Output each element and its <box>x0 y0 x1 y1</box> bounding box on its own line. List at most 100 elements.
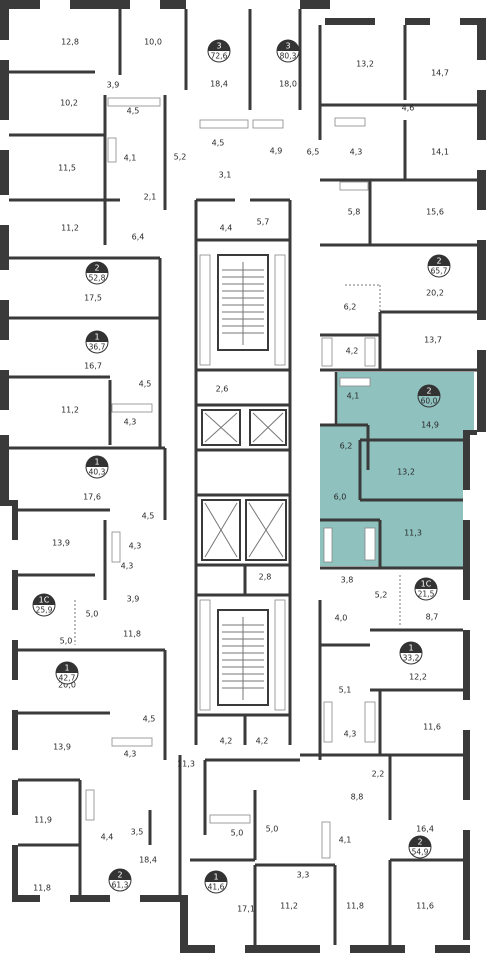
badge-top-half <box>205 871 227 882</box>
badge-area: 61,3 <box>112 881 129 890</box>
badge-rooms: 1 <box>94 458 99 467</box>
room-area-label: 13,9 <box>52 539 70 548</box>
room-area-label: 4,5 <box>143 715 156 724</box>
apartment-badge[interactable]: 136,7 <box>85 330 109 354</box>
room-area-label: 3,9 <box>127 595 140 604</box>
apartment-badge[interactable]: 372,6 <box>207 39 231 63</box>
room-area-label: 4,9 <box>270 147 283 156</box>
badge-rooms: 2 <box>426 387 431 396</box>
badge-area: 36,7 <box>89 343 106 352</box>
room-area-label: 4,6 <box>402 104 415 113</box>
badge-area: 40,3 <box>89 468 106 477</box>
room-area-label: 3,3 <box>297 871 310 880</box>
room-area-label: 12,2 <box>409 673 427 682</box>
room-area-label: 5,0 <box>86 610 99 619</box>
room-area-label: 5,2 <box>174 153 187 162</box>
room-area-label: 11,2 <box>61 224 79 233</box>
badge-rooms: 2 <box>436 257 441 266</box>
room-area-label: 13,9 <box>53 743 71 752</box>
room-area-label: 11,9 <box>34 816 52 825</box>
room-area-label: 13,2 <box>356 60 374 69</box>
badge-area: 42,7 <box>59 674 76 683</box>
room-area-label: 14,9 <box>421 421 439 430</box>
room-area-label: 4,3 <box>350 148 363 157</box>
room-area-label: 5,2 <box>375 591 388 600</box>
room-area-label: 3,8 <box>341 576 354 585</box>
apartment-badge[interactable]: 142,7 <box>55 661 79 685</box>
room-area-label: 6,4 <box>132 233 145 242</box>
room-area-label: 4,3 <box>129 542 142 551</box>
apartment-badges[interactable]: 372,6380,3265,7252,8136,7260,0140,31С25,… <box>32 39 451 894</box>
room-area-label: 8,8 <box>351 793 364 802</box>
apartment-badge[interactable]: 254,9 <box>408 835 432 859</box>
room-area-label: 4,2 <box>256 737 269 746</box>
room-area-label: 11,8 <box>123 630 141 639</box>
apartment-badge[interactable]: 140,3 <box>85 455 109 479</box>
stair-core-bottom <box>217 609 269 706</box>
room-area-label: 11,6 <box>416 902 434 911</box>
badge-rooms: 2 <box>417 838 422 847</box>
room-area-label: 3,9 <box>107 81 120 90</box>
badge-rooms: 1 <box>94 333 99 342</box>
room-area-label: 11,3 <box>404 529 422 538</box>
apartment-badge[interactable]: 252,8 <box>85 261 109 285</box>
room-area-label: 4,5 <box>127 107 140 116</box>
room-area-label: 13,2 <box>397 468 415 477</box>
room-area-label: 4,5 <box>142 512 155 521</box>
room-area-label: 10,2 <box>60 99 78 108</box>
badge-rooms: 1 <box>213 873 218 882</box>
badge-top-half <box>208 40 230 51</box>
badge-area: 60,0 <box>421 397 438 406</box>
apartment-badge[interactable]: 261,3 <box>108 868 132 892</box>
room-area-label: 4,2 <box>220 737 233 746</box>
badge-top-half <box>400 642 422 653</box>
apartment-badge[interactable]: 133,2 <box>399 641 423 665</box>
room-area-label: 15,6 <box>426 208 444 217</box>
room-area-label: 6,5 <box>307 148 320 157</box>
room-area-label: 5,0 <box>266 825 279 834</box>
room-area-label: 2,2 <box>372 770 385 779</box>
stair-core-top <box>217 254 269 351</box>
bathroom-fixtures <box>85 97 376 859</box>
apartment-badge[interactable]: 265,7 <box>427 254 451 278</box>
badge-area: 65,7 <box>431 267 448 276</box>
room-area-label: 4,4 <box>101 833 114 842</box>
room-area-label: 6,2 <box>344 303 357 312</box>
badge-top-half <box>86 262 108 273</box>
badge-top-half <box>428 255 450 266</box>
room-area-label: 4,3 <box>344 730 357 739</box>
badge-area: 41,6 <box>208 883 225 892</box>
room-area-label: 5,0 <box>231 829 244 838</box>
badge-rooms: 2 <box>117 871 122 880</box>
badge-area: 33,2 <box>403 654 420 663</box>
badge-top-half <box>109 869 131 880</box>
room-area-label: 2,8 <box>259 573 272 582</box>
badge-area: 52,8 <box>89 274 106 283</box>
room-area-label: 16,7 <box>84 362 102 371</box>
room-area-label: 17,1 <box>237 905 255 914</box>
room-area-label: 17,5 <box>84 294 102 303</box>
badge-top-half <box>415 578 437 589</box>
room-area-label: 11,3 <box>177 760 195 769</box>
badge-area: 21,5 <box>418 590 435 599</box>
room-area-label: 4,0 <box>335 614 348 623</box>
badge-rooms: 1 <box>408 644 413 653</box>
room-area-label: 4,2 <box>346 347 359 356</box>
room-area-label: 18,4 <box>139 856 157 865</box>
room-area-label: 11,2 <box>61 406 79 415</box>
badge-top-half <box>277 40 299 51</box>
badge-area: 72,6 <box>211 52 228 61</box>
apartment-badge[interactable]: 141,6 <box>204 870 228 894</box>
badge-top-half <box>33 594 55 605</box>
room-area-label: 12,8 <box>61 38 79 47</box>
room-area-label: 18,0 <box>279 80 297 89</box>
apartment-badge[interactable]: 260,0 <box>417 384 441 408</box>
apartment-badge[interactable]: 380,3 <box>276 39 300 63</box>
room-area-label: 3,1 <box>219 171 232 180</box>
room-area-label: 11,2 <box>280 902 298 911</box>
badge-top-half <box>86 456 108 467</box>
